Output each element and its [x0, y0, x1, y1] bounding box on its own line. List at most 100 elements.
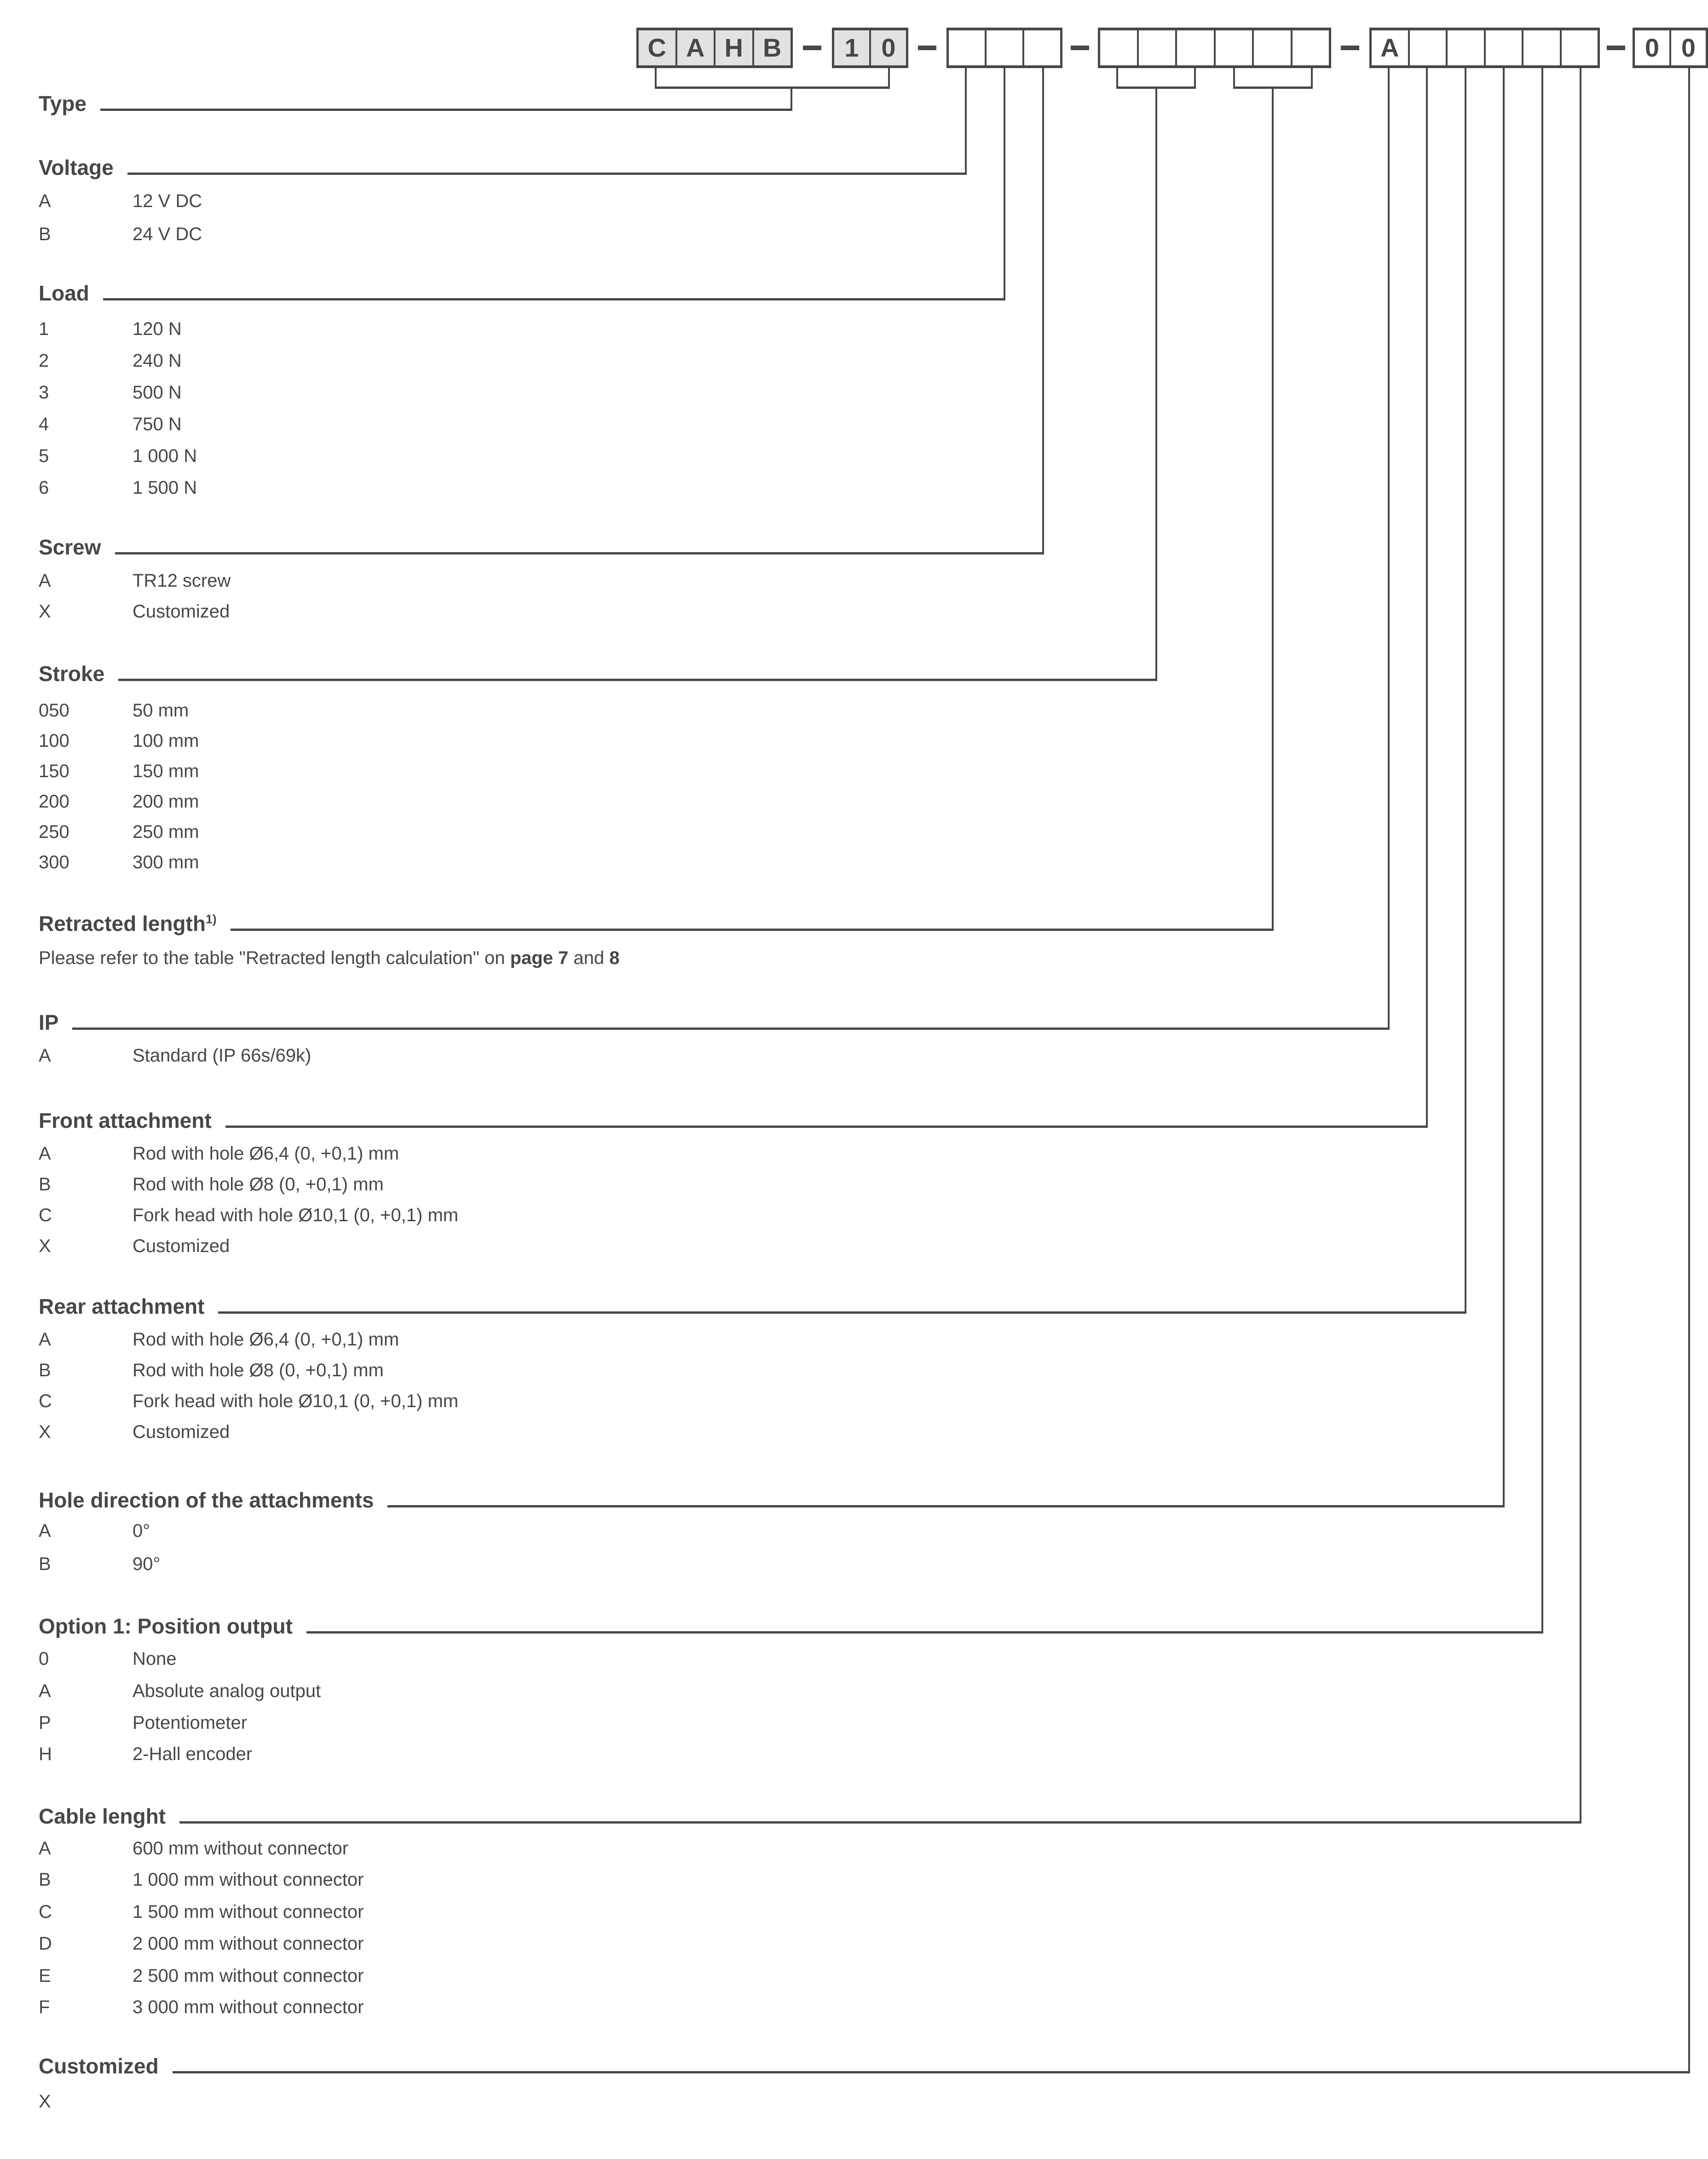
- section-rule-line: [387, 1505, 1505, 1507]
- code-cell: [1408, 30, 1446, 65]
- option-code: P: [39, 1713, 51, 1733]
- code-separator-dash: [1607, 46, 1625, 50]
- section-title-rear-attachment: Rear attachment: [39, 1296, 204, 1317]
- option-code: X: [39, 1422, 51, 1442]
- option-description: Rod with hole Ø8 (0, +0,1) mm: [133, 1360, 384, 1380]
- code-cell: [1100, 30, 1137, 65]
- section-rule-line: [72, 1028, 1390, 1030]
- code-cell: [1022, 30, 1060, 65]
- note-text-bold: page 7: [510, 948, 569, 968]
- option-code: 1: [39, 319, 49, 339]
- section-rule-line: [218, 1311, 1466, 1314]
- code-separator-dash: [1341, 46, 1359, 50]
- section-title-hole-direction: Hole direction of the attachments: [39, 1489, 374, 1511]
- code-cell: [1290, 30, 1329, 65]
- option-description: 12 V DC: [133, 191, 202, 211]
- option-code: 300: [39, 852, 69, 872]
- connector-stem-line: [1465, 68, 1466, 1314]
- connector-stem-line: [1155, 89, 1157, 681]
- section-rule-line: [127, 173, 967, 175]
- code-cell: 0: [1669, 30, 1706, 65]
- connector-stem-line: [1688, 68, 1690, 2073]
- option-code: 4: [39, 414, 49, 434]
- option-description: 90°: [133, 1554, 161, 1574]
- connector-stem-line: [1541, 68, 1543, 1634]
- section-rule-line: [115, 552, 1044, 554]
- section-rule-line: [118, 679, 1157, 681]
- option-code: C: [39, 1205, 52, 1225]
- option-description: 2-Hall encoder: [133, 1744, 253, 1764]
- connector-stem-line: [1426, 68, 1428, 1128]
- bracket-bar-line: [655, 87, 890, 89]
- option-code: 2: [39, 351, 49, 371]
- option-code: E: [39, 1966, 51, 1986]
- section-title-text: Rear attachment: [39, 1294, 205, 1318]
- option-code: C: [39, 1902, 52, 1922]
- code-cell: 0: [869, 30, 906, 65]
- code-separator-dash: [918, 46, 936, 50]
- option-description: None: [133, 1649, 177, 1669]
- code-cell: [1559, 30, 1598, 65]
- section-rule-line: [225, 1126, 1428, 1128]
- bracket-leg-line: [888, 68, 890, 89]
- code-cell: [1522, 30, 1560, 65]
- option-code: 200: [39, 791, 69, 812]
- note-text-bold: 8: [609, 948, 620, 968]
- option-code: 100: [39, 731, 69, 751]
- connector-stem-line: [1388, 68, 1390, 1030]
- section-rule-line: [306, 1631, 1543, 1634]
- code-cell: [949, 30, 985, 65]
- code-cell: [985, 30, 1022, 65]
- section-title-text: Voltage: [39, 156, 114, 179]
- option-code: 0: [39, 1649, 49, 1669]
- option-description: 1 000 N: [133, 446, 197, 466]
- option-description: Standard (IP 66s/69k): [133, 1045, 312, 1066]
- option-description: 1 000 mm without connector: [133, 1870, 364, 1890]
- section-title-text: Option 1: Position output: [39, 1614, 293, 1638]
- option-description: Customized: [133, 601, 230, 622]
- section-title-text: Cable lenght: [39, 1804, 166, 1828]
- section-title-text: Retracted length: [39, 912, 206, 935]
- code-group-voltage-load-screw: [946, 28, 1062, 68]
- option-code: A: [39, 1143, 51, 1164]
- section-title-retracted-length: Retracted length1): [39, 913, 217, 934]
- code-cell: [1137, 30, 1175, 65]
- section-rule-line: [173, 2071, 1690, 2073]
- section-title-text: Type: [39, 92, 87, 115]
- option-description: 2 500 mm without connector: [133, 1966, 364, 1986]
- option-description: 600 mm without connector: [133, 1838, 349, 1859]
- bracket-leg-line: [655, 68, 657, 89]
- bracket-leg-line: [1311, 68, 1313, 89]
- code-cell: 0: [1635, 30, 1669, 65]
- option-description: 150 mm: [133, 761, 199, 781]
- option-code: F: [39, 1997, 50, 2017]
- section-rule-line: [100, 109, 792, 111]
- option-code: B: [39, 1360, 51, 1380]
- option-description: 120 N: [133, 319, 182, 339]
- bracket-bar-line: [1116, 87, 1196, 89]
- code-cell: [1252, 30, 1291, 65]
- connector-stem-line: [791, 89, 792, 111]
- option-description: Fork head with hole Ø10,1 (0, +0,1) mm: [133, 1391, 459, 1411]
- option-code: A: [39, 1681, 51, 1701]
- code-group-stroke-retracted-length: [1098, 28, 1331, 68]
- bracket-leg-line: [1233, 68, 1235, 89]
- option-code: D: [39, 1934, 52, 1954]
- connector-stem-line: [965, 68, 967, 175]
- bracket-leg-line: [1116, 68, 1118, 89]
- code-cell: [1213, 30, 1252, 65]
- option-description: Potentiometer: [133, 1713, 248, 1733]
- option-code: B: [39, 224, 51, 244]
- section-title-load: Load: [39, 283, 89, 304]
- option-code: 6: [39, 478, 49, 498]
- option-description: 240 N: [133, 351, 182, 371]
- code-cell: [1446, 30, 1484, 65]
- option-code: X: [39, 2091, 51, 2112]
- option-code: A: [39, 1045, 51, 1066]
- section-title-ip: IP: [39, 1012, 58, 1033]
- option-description: 750 N: [133, 414, 182, 434]
- option-description: 500 N: [133, 382, 182, 403]
- option-description: Fork head with hole Ø10,1 (0, +0,1) mm: [133, 1205, 459, 1225]
